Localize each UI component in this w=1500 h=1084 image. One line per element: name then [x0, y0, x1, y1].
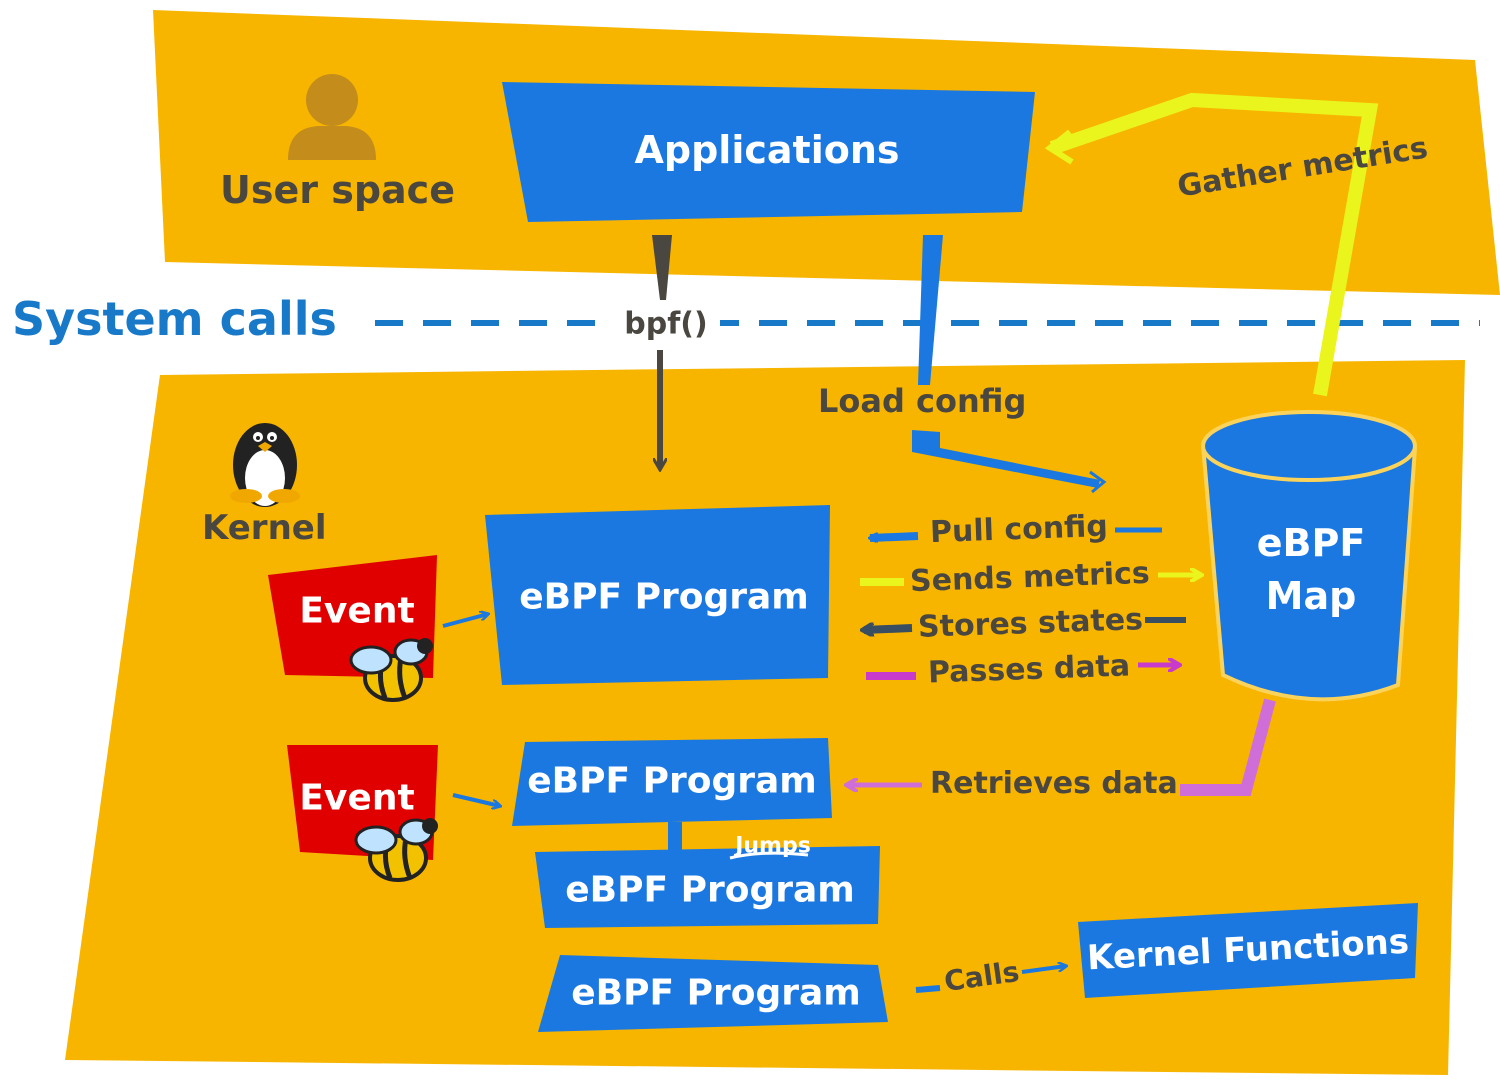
passes-data-arrow [866, 665, 1178, 680]
user-space-label: User space [220, 168, 455, 212]
applications-box [502, 82, 1035, 222]
ebpf-program-box-2 [512, 738, 832, 826]
ebpf-map-label-line2: Map [1265, 574, 1357, 618]
ebpf-program-label-2: eBPF Program [527, 760, 817, 802]
ebpf-program-label-3: eBPF Program [565, 869, 855, 911]
ebpf-program-box-3 [535, 846, 880, 928]
event-label-1: Event [299, 590, 415, 632]
kernel-panel [65, 360, 1465, 1075]
stores-states-arrow [864, 617, 1186, 630]
ebpf-map-cylinder [1201, 410, 1417, 702]
sends-metrics-arrow [860, 575, 1200, 586]
load-config-label: Load config [818, 382, 1027, 420]
jumps-label: Jumps [735, 833, 811, 859]
linux-penguin-icon [230, 423, 300, 507]
event-arrow-2 [452, 793, 500, 806]
pull-config-label: Pull config [929, 508, 1109, 551]
jump-connector [668, 822, 682, 852]
retrieves-data-label: Retrieves data [930, 766, 1178, 801]
pull-config-arrow [870, 527, 1162, 538]
passes-data-label: Passes data [927, 648, 1131, 691]
ebpf-program-label-1: eBPF Program [519, 576, 809, 618]
ebpf-map-label-line1: eBPF [1256, 521, 1366, 565]
event-label-2: Event [299, 777, 415, 819]
kernel-label: Kernel [202, 508, 327, 548]
bpf-arrow [652, 235, 672, 468]
user-icon [288, 74, 376, 160]
ebpf-program-label-4: eBPF Program [571, 972, 861, 1014]
ebpf-program-box-1 [485, 505, 830, 685]
retrieves-data-arrow [848, 698, 1276, 796]
bpf-syscall-label: bpf() [624, 306, 708, 342]
jumps-underline [729, 851, 809, 860]
kernel-functions-box [1078, 903, 1418, 998]
system-calls-label: System calls [12, 292, 337, 346]
gather-metrics-arrow [1044, 92, 1379, 397]
syscall-label-bg [612, 300, 720, 346]
ebpf-program-box-4 [538, 955, 888, 1032]
calls-arrow [915, 966, 1066, 993]
load-config-arrow [912, 235, 1107, 494]
bee-icon [354, 818, 438, 882]
event-arrow-1 [442, 614, 488, 628]
applications-label: Applications [634, 128, 900, 172]
bee-icon [349, 638, 433, 702]
